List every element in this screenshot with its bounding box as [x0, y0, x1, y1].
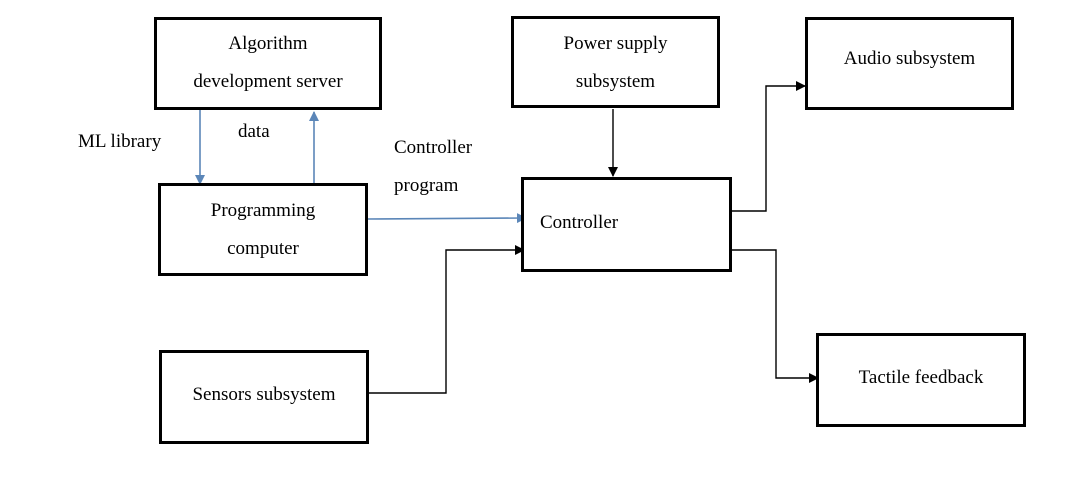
- algorithm-server-box: Algorithm development server: [154, 17, 382, 110]
- tactile-feedback-label: Tactile feedback: [858, 367, 984, 388]
- sensors-subsystem-label: Sensors subsystem: [192, 384, 336, 405]
- algorithm-server-line1: Algorithm: [228, 33, 308, 54]
- power-supply-box: Power supply subsystem: [511, 16, 720, 108]
- arrow-controller-to-audio: [731, 81, 806, 212]
- audio-subsystem-box: Audio subsystem: [805, 17, 1014, 110]
- power-supply-line1: Power supply: [563, 33, 668, 54]
- data-label: data: [238, 121, 270, 142]
- ml-library-label: ML library: [78, 131, 162, 152]
- algorithm-server-line2: development server: [193, 71, 343, 92]
- audio-subsystem-label: Audio subsystem: [843, 48, 976, 69]
- arrow-controller-program: [366, 213, 527, 224]
- controller-program-label-line1: Controller: [394, 137, 473, 158]
- controller-label: Controller: [540, 212, 619, 233]
- sensors-subsystem-box: Sensors subsystem: [159, 350, 369, 444]
- power-supply-line2: subsystem: [575, 71, 656, 92]
- programming-computer-line1: Programming: [210, 200, 316, 221]
- arrow-sensors-to-controller: [368, 245, 525, 394]
- arrow-controller-to-tactile: [731, 249, 819, 383]
- controller-box: Controller: [521, 177, 732, 272]
- programming-computer-line2: computer: [227, 238, 299, 259]
- programming-computer-box: Programming computer: [158, 183, 368, 276]
- tactile-feedback-box: Tactile feedback: [816, 333, 1026, 427]
- controller-program-label-line2: program: [394, 175, 459, 196]
